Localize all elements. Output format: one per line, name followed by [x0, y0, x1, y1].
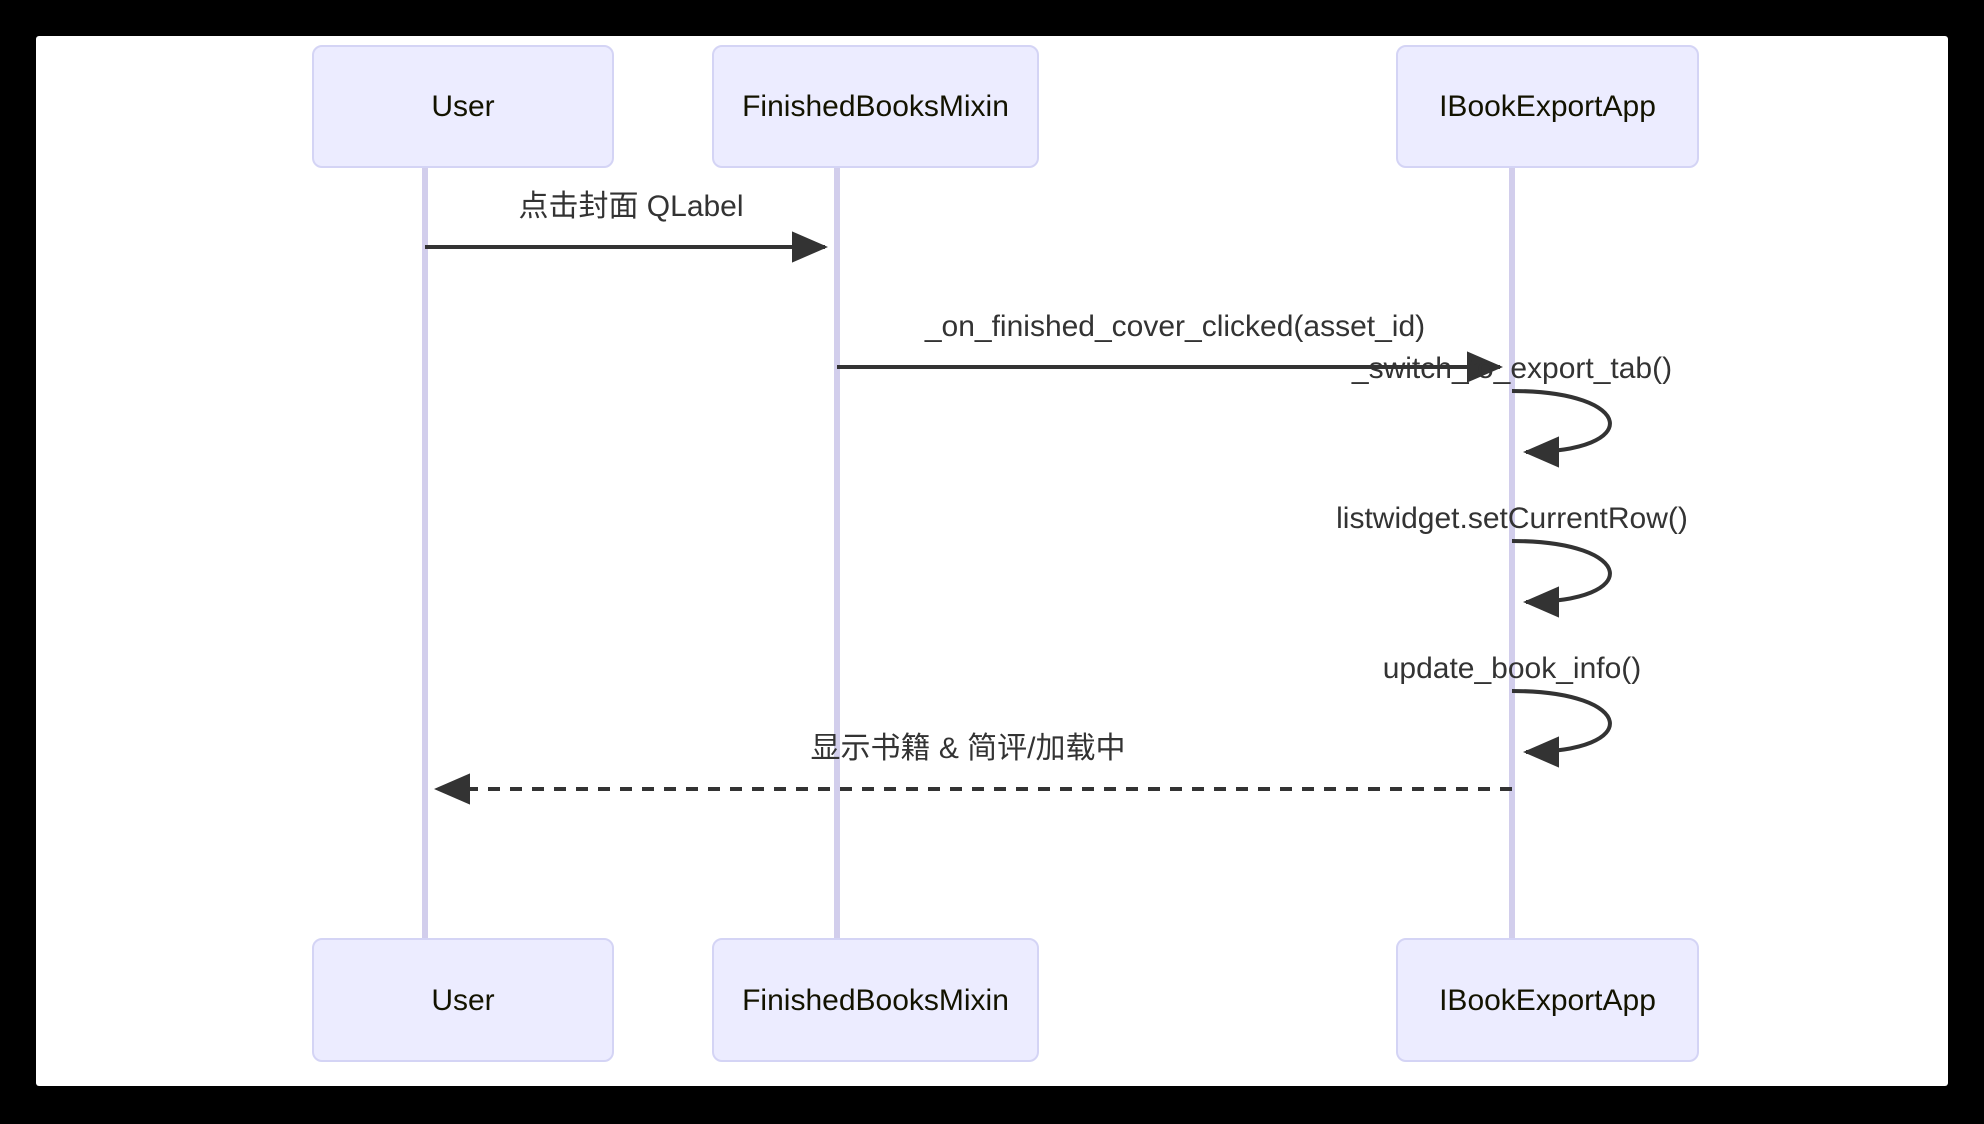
lifeline-group [422, 168, 1515, 938]
message-selfloop-5 [1511, 689, 1612, 768]
sequence-diagram-svg: User (dashed, leftwards) --> [422, 168, 1612, 938]
message-label-5: update_book_info() [1382, 652, 1642, 685]
actor-box-finishedbooksmixin-top[interactable]: FinishedBooksMixin [712, 45, 1039, 168]
message-label-4: listwidget.setCurrentRow() [1336, 502, 1688, 535]
actor-label-ibookexportapp-bottom: IBookExportApp [1439, 983, 1656, 1017]
actor-label-ibookexportapp-top: IBookExportApp [1439, 90, 1656, 123]
actor-box-ibookexportapp-top[interactable]: IBookExportApp [1396, 45, 1699, 168]
actor-label-user-top: User [431, 90, 495, 123]
message-label-1: 点击封面 QLabel [518, 190, 744, 223]
actor-label-finishedbooksmixin-top: FinishedBooksMixin [742, 90, 1009, 123]
message-selfloop-4 [1511, 539, 1612, 618]
message-label-6: 显示书籍 & 简评/加载中 [810, 732, 1126, 765]
message-label-3: _switch_to_export_tab() [1351, 352, 1673, 385]
actor-label-user-bottom: User [431, 983, 495, 1017]
message-selfloop-3 [1511, 389, 1612, 468]
actor-box-finishedbooksmixin-bottom[interactable]: FinishedBooksMixin [712, 938, 1039, 1062]
actor-box-ibookexportapp-bottom[interactable]: IBookExportApp [1396, 938, 1699, 1062]
diagram-canvas: User (dashed, leftwards) --> User Finish… [36, 36, 1948, 1086]
actor-box-user-bottom[interactable]: User [312, 938, 614, 1062]
actor-box-user-top[interactable]: User [312, 45, 614, 168]
actor-label-finishedbooksmixin-bottom: FinishedBooksMixin [742, 983, 1009, 1017]
message-label-2: _on_finished_cover_clicked(asset_id) [924, 310, 1426, 343]
